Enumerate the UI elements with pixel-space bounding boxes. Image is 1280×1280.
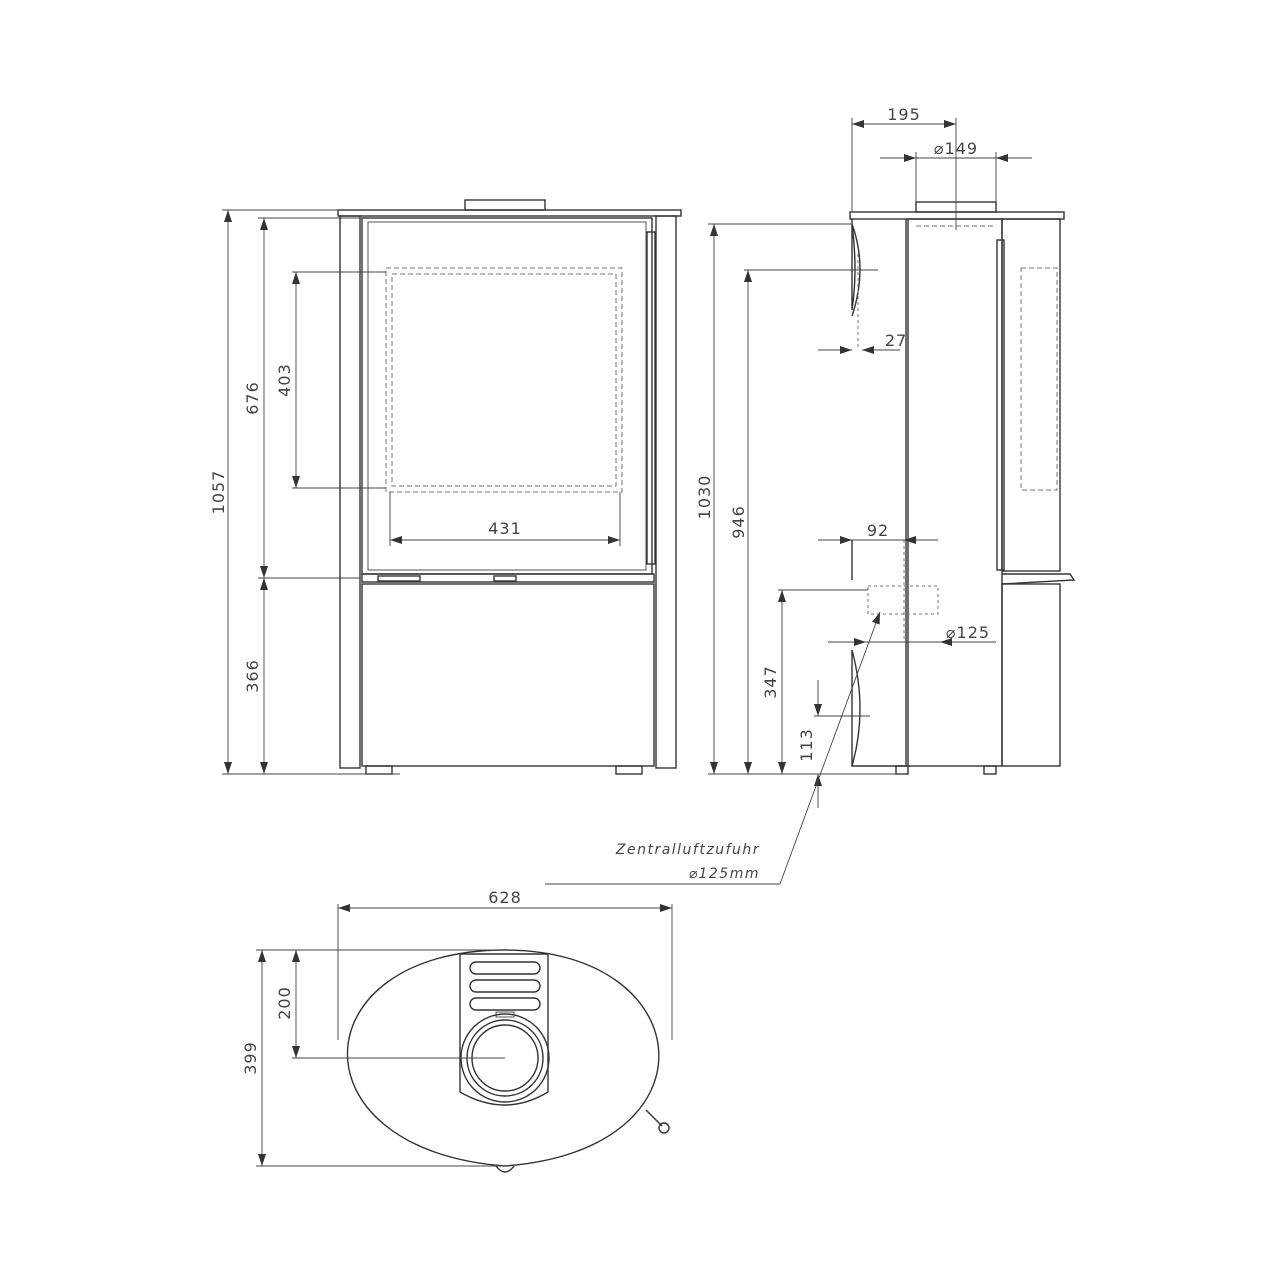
dim-window-width: 431	[488, 519, 522, 538]
dim-top-center: 200	[275, 986, 294, 1020]
front-door-bar	[361, 573, 655, 583]
top-view: 628 399 200	[241, 888, 673, 1173]
front-top-plate	[337, 209, 682, 217]
front-door-handle-mid	[493, 575, 517, 582]
side-rear-body	[851, 219, 907, 767]
dim-door-depth: 27	[885, 331, 907, 350]
front-foot-right	[615, 765, 643, 775]
dim-top-width: 628	[488, 888, 522, 907]
dim-inlet-low: 113	[797, 728, 816, 762]
door-hinge-strip	[646, 231, 656, 565]
dim-outlet-height: 946	[729, 505, 748, 539]
dim-window-height: 403	[275, 363, 294, 397]
dim-door-height: 676	[243, 381, 262, 415]
side-foot-rear	[895, 765, 909, 775]
dim-top-depth: 399	[241, 1041, 260, 1075]
side-foot-front	[983, 765, 997, 775]
front-door-inner	[367, 221, 647, 571]
dim-flue-diameter: ⌀149	[934, 139, 978, 158]
front-left-column	[339, 215, 361, 769]
annotation-label: Zentralluftzufuhr	[615, 842, 760, 858]
dim-inlet-offset: 92	[867, 521, 889, 540]
side-main-body	[907, 218, 1003, 767]
front-view: 1057 676 366 403 431	[209, 199, 682, 775]
front-flue-collar	[464, 199, 546, 211]
dim-inlet-height: 347	[761, 665, 780, 699]
dim-base-height: 366	[243, 659, 262, 693]
dim-outlet-offset: 195	[887, 105, 921, 124]
side-handle	[1001, 573, 1076, 585]
side-door-edge	[996, 239, 1005, 571]
air-supply-annotation: Zentralluftzufuhr ⌀125mm	[545, 611, 881, 885]
dim-height: 1030	[695, 475, 714, 520]
side-air-inlet	[867, 585, 939, 615]
dim-total-height: 1057	[209, 470, 228, 515]
front-window	[385, 267, 623, 493]
side-base-front	[1001, 583, 1061, 767]
annotation-diameter: ⌀125mm	[689, 866, 760, 882]
front-window-inner	[391, 273, 617, 487]
top-flue-housing	[459, 953, 549, 1106]
top-handle-knob	[658, 1122, 670, 1134]
front-base-panel	[361, 583, 655, 767]
front-right-column	[655, 215, 677, 769]
side-top-plate	[849, 211, 1065, 220]
side-glass	[1020, 267, 1058, 491]
front-door-handle-left	[377, 575, 421, 582]
top-vent-1	[469, 961, 541, 975]
top-vent-3	[469, 997, 541, 1011]
top-front-tab	[495, 1165, 515, 1173]
front-foot-left	[365, 765, 393, 775]
dim-inlet-diameter: ⌀125	[946, 623, 990, 642]
side-view: 195 ⌀149 1030 946 27 92 ⌀125 347 113	[695, 105, 1076, 808]
top-vent-2	[469, 979, 541, 993]
side-door-section	[1001, 218, 1061, 572]
